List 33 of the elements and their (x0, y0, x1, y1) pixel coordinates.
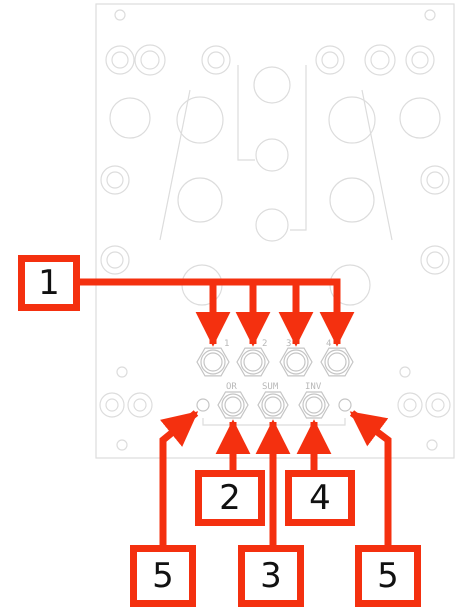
jack-symbol (320, 348, 354, 376)
jack-label: INV (305, 383, 322, 392)
callout-box (18, 255, 80, 311)
jack-label: OR (226, 383, 237, 392)
callout-number: 5 (377, 559, 399, 593)
led-symbol (196, 398, 210, 412)
jack-symbol (236, 348, 270, 376)
callout-arrow (256, 419, 290, 545)
jack-symbol (298, 391, 330, 419)
jack-label: 4 (326, 340, 332, 349)
callout-number: 1 (38, 266, 60, 300)
callout-box (130, 545, 196, 607)
callout-arrow (350, 410, 392, 545)
callout-arrow (216, 419, 250, 470)
callout-number: 2 (219, 481, 241, 515)
jack-symbol (196, 348, 230, 376)
callout-number: 3 (260, 559, 282, 593)
jack-symbol (279, 348, 313, 376)
callout-number: 4 (309, 481, 331, 515)
callout-box (195, 470, 265, 526)
jack-label: SUM (262, 383, 278, 392)
callout-box (285, 470, 355, 526)
callout-arrow (160, 410, 198, 545)
callout-box (355, 545, 421, 607)
callout-number: 5 (152, 559, 174, 593)
callout-box (238, 545, 304, 607)
jack-symbol (257, 391, 289, 419)
jack-label: 1 (224, 340, 230, 349)
jack-label: 3 (286, 340, 292, 349)
led-symbol (338, 398, 352, 412)
jack-label: 2 (262, 340, 268, 349)
callout-arrow (296, 419, 332, 470)
jack-symbol (217, 391, 249, 419)
